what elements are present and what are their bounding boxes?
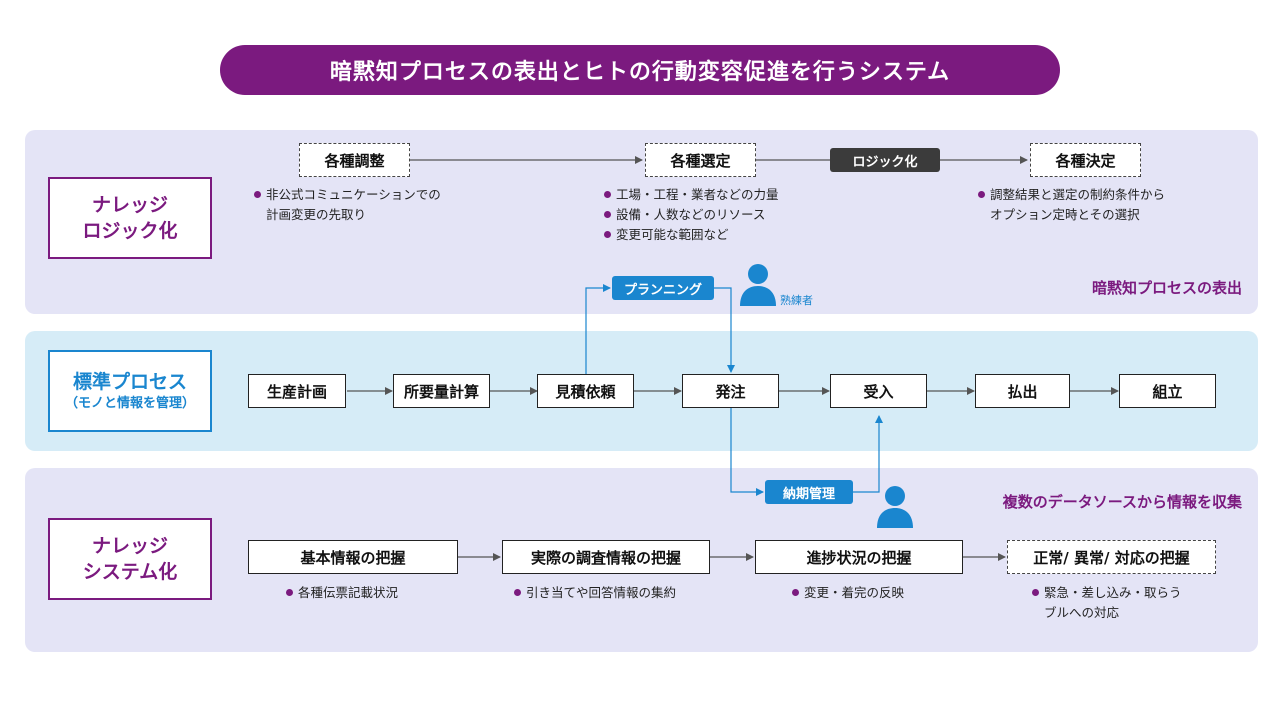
step-production-plan: 生産計画 <box>248 374 346 408</box>
step-order: 発注 <box>682 374 779 408</box>
knowledge-logic-label-line1: ナレッジ <box>91 194 168 216</box>
bullets-basic: 各種伝票記載状況 <box>284 583 398 603</box>
knowledge-logic-label-line2: ロジック化 <box>82 220 178 242</box>
step-quote-request: 見積依頼 <box>537 374 634 408</box>
step-requirement-calc: 所要量計算 <box>393 374 490 408</box>
knowledge-system-label-line1: ナレッジ <box>91 535 168 557</box>
step-assembly: 組立 <box>1119 374 1216 408</box>
knowledge-system-label-line2: システム化 <box>82 561 178 583</box>
bullet-item-continued: オプション定時とその選択 <box>990 207 1140 222</box>
tacit-caption: 暗黙知プロセスの表出 <box>1091 279 1242 297</box>
knowledge-system-label: ナレッジ システム化 <box>48 518 212 600</box>
node-progress: 進捗状況の把握 <box>755 540 963 574</box>
expert-label: 熟練者 <box>780 294 813 307</box>
delivery-tag: 納期管理 <box>765 480 853 504</box>
bullet-item: 設備・人数などのリソース <box>602 205 779 225</box>
planning-tag: プランニング <box>612 276 714 300</box>
node-decide: 各種決定 <box>1030 143 1141 177</box>
bullet-item: 各種伝票記載状況 <box>284 583 398 603</box>
knowledge-logic-label: ナレッジ ロジック化 <box>48 177 212 259</box>
node-basic-info: 基本情報の把握 <box>248 540 458 574</box>
bullet-item: 調整結果と選定の制約条件から <box>976 185 1165 205</box>
expert-person-icon <box>738 262 778 306</box>
bullet-item-continued: ブルへの対応 <box>1044 605 1120 620</box>
person-icon <box>875 484 915 528</box>
bullets-select: 工場・工程・業者などの力量 設備・人数などのリソース 変更可能な範囲など <box>602 185 779 245</box>
step-receive: 受入 <box>830 374 927 408</box>
standard-process-label-line2: （モノと情報を管理） <box>64 396 195 411</box>
node-adjust: 各種調整 <box>299 143 410 177</box>
bullet-item: 変更・着完の反映 <box>790 583 904 603</box>
node-survey-info: 実際の調査情報の把握 <box>502 540 710 574</box>
bullet-item: 非公式コミュニケーションでの <box>252 185 441 205</box>
bullet-item: 引き当てや回答情報の集約 <box>512 583 676 603</box>
node-select: 各種選定 <box>645 143 756 177</box>
diagram-title: 暗黙知プロセスの表出とヒトの行動変容促進を行うシステム <box>220 45 1060 95</box>
data-source-caption: 複数のデータソースから情報を収集 <box>1002 493 1242 511</box>
bullet-item: 工場・工程・業者などの力量 <box>602 185 779 205</box>
bullet-item-continued: 計画変更の先取り <box>266 207 367 222</box>
bullets-status: 緊急・差し込み・取らう ブルへの対応 <box>1030 583 1182 623</box>
standard-process-label: 標準プロセス （モノと情報を管理） <box>48 350 212 432</box>
bullets-adjust: 非公式コミュニケーションでの 計画変更の先取り <box>252 185 441 225</box>
bullets-survey: 引き当てや回答情報の集約 <box>512 583 676 603</box>
bullets-progress: 変更・着完の反映 <box>790 583 904 603</box>
node-status: 正常/ 異常/ 対応の把握 <box>1007 540 1216 574</box>
bullets-decide: 調整結果と選定の制約条件から オプション定時とその選択 <box>976 185 1165 225</box>
step-dispatch: 払出 <box>975 374 1070 408</box>
bullet-item: 緊急・差し込み・取らう <box>1030 583 1182 603</box>
standard-process-label-line1: 標準プロセス <box>72 371 187 393</box>
logic-tag: ロジック化 <box>830 148 940 172</box>
bullet-item: 変更可能な範囲など <box>602 225 779 245</box>
